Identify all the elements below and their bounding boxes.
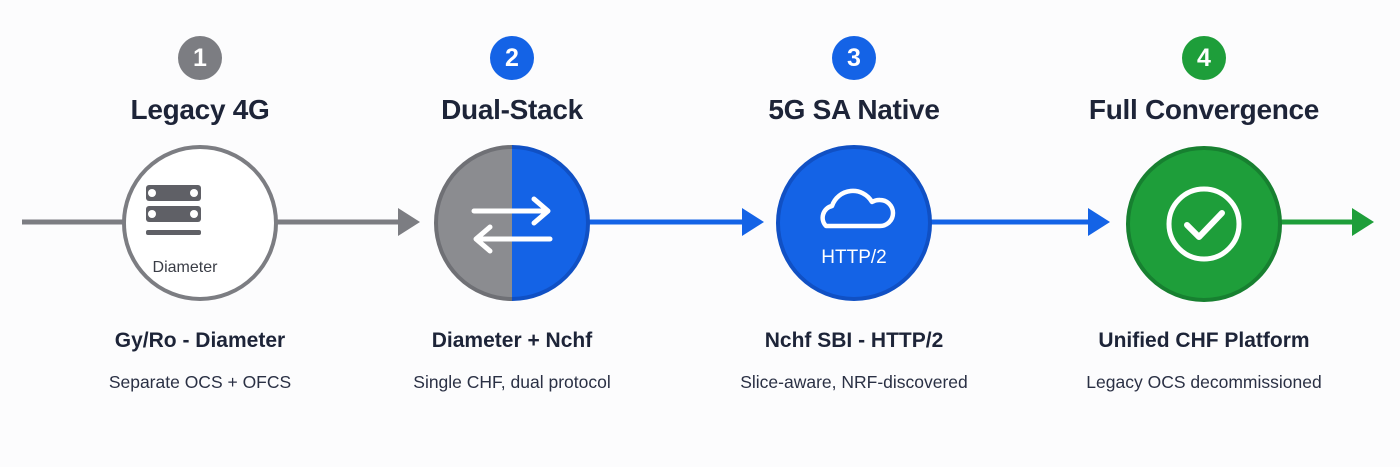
arrowhead-3-4: [1088, 208, 1110, 236]
stage-5g-sa-native: 3 5G SA Native HTTP/2 Nchf SBI - HTTP/2 …: [704, 0, 1004, 467]
stage-number-badge: 4: [1182, 36, 1226, 80]
stage-circle: [434, 145, 590, 301]
stage-number-badge: 1: [178, 36, 222, 80]
stage-number-badge: 3: [832, 36, 876, 80]
stage-circle: HTTP/2: [776, 145, 932, 301]
circle-label: HTTP/2: [821, 247, 886, 268]
bidirectional-arrows-icon: [471, 196, 553, 254]
stage-dual-stack: 2 Dual-Stack Diameter + Nchf Single CHF,…: [362, 0, 662, 467]
stage-protocol: Gy/Ro - Diameter: [114, 329, 286, 352]
stage-title: Legacy 4G: [130, 94, 270, 125]
stage-full-convergence: 4 Full Convergence Unified CHF Platform …: [1054, 0, 1354, 467]
arrowhead-2-3: [742, 208, 764, 236]
arrowhead-end: [1352, 208, 1374, 236]
stage-protocol: Unified CHF Platform: [1098, 329, 1310, 352]
stage-protocol: Diameter + Nchf: [431, 329, 593, 352]
stage-description: Slice-aware, NRF-discovered: [740, 372, 968, 392]
circle-label: Diameter: [153, 259, 219, 276]
stage-description: Legacy OCS decommissioned: [1086, 372, 1322, 392]
stage-number-badge: 2: [490, 36, 534, 80]
stage-description: Single CHF, dual protocol: [413, 372, 611, 392]
server-rack-icon: [146, 185, 201, 235]
stage-title: Full Convergence: [1088, 94, 1320, 125]
stage-protocol: Nchf SBI - HTTP/2: [764, 329, 944, 352]
stage-description: Separate OCS + OFCS: [108, 372, 292, 392]
arrowhead-1-2: [398, 208, 420, 236]
cloud-icon: [820, 188, 896, 229]
stage-title: Dual-Stack: [441, 94, 583, 125]
stage-circle: [1126, 146, 1282, 302]
stage-legacy-4g: 1 Legacy 4G Diameter Gy/Ro - Diameter Se…: [50, 0, 350, 467]
stage-title: 5G SA Native: [768, 94, 940, 125]
stage-circle: Diameter: [122, 145, 278, 301]
check-circle-icon: [1166, 186, 1242, 262]
